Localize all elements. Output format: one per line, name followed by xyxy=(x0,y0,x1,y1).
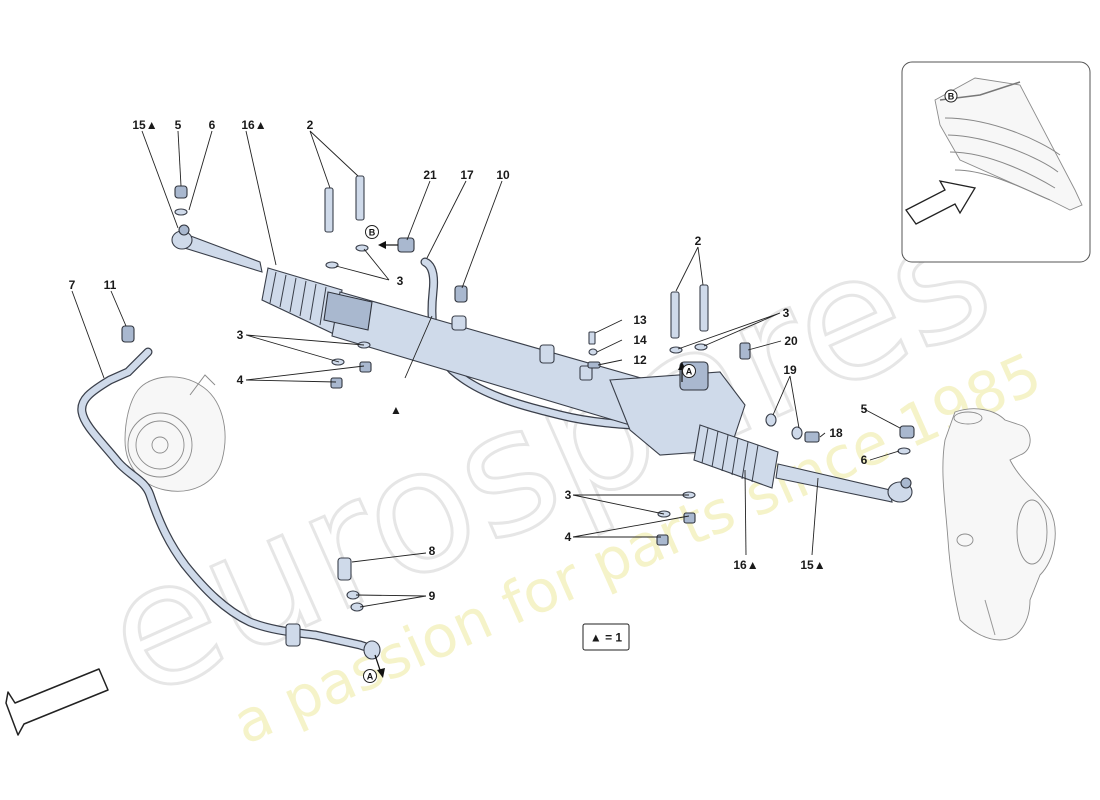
callout-8: 8 xyxy=(429,544,436,558)
ref-marker-b-inset-label: B xyxy=(948,92,955,102)
callout-9: 9 xyxy=(429,589,436,603)
callout-11: 11 xyxy=(104,278,117,292)
steering-knuckle xyxy=(942,408,1056,641)
callout-12: 12 xyxy=(633,353,647,367)
callout-4-low: 4 xyxy=(565,530,572,544)
callout-7: 7 xyxy=(69,278,76,292)
callout-2-right: 2 xyxy=(695,234,702,248)
callout-13: 13 xyxy=(633,313,647,327)
ref-marker-b: B xyxy=(365,225,379,239)
steering-rack xyxy=(171,224,913,503)
leader-lines xyxy=(71,130,901,608)
callout-18: 18 xyxy=(829,426,843,440)
callout-14: 14 xyxy=(633,333,647,347)
callout-15-left: 15▲ xyxy=(132,118,157,132)
inset-direction-arrow-icon xyxy=(905,180,977,225)
front-direction-arrow-icon xyxy=(5,668,109,736)
callout-6-right: 6 xyxy=(861,453,868,467)
callout-15-right: 15▲ xyxy=(800,558,825,572)
inset-detail: B xyxy=(901,61,1091,263)
legend-box: ▲ = 1 xyxy=(582,623,630,651)
callout-labels: 15▲ 5 6 16▲ 2 21 17 10 7 11 3 3 4 ▲ 2 3 … xyxy=(69,118,868,603)
callout-3-right: 3 xyxy=(783,306,790,320)
ref-marker-a-upper: A xyxy=(682,364,696,378)
callout-19: 19 xyxy=(783,363,797,377)
callout-21: 21 xyxy=(423,168,437,182)
callout-2-left: 2 xyxy=(307,118,314,132)
watermark: eurospares a passion for parts since 198… xyxy=(75,172,1051,758)
callout-3-mid-b: 3 xyxy=(237,328,244,342)
callout-triangle-mark: ▲ xyxy=(390,403,402,417)
pressure-hose xyxy=(420,257,685,433)
callout-5-left: 5 xyxy=(175,118,182,132)
ref-marker-a-upper-label: A xyxy=(686,367,693,377)
ref-marker-b-inset: B xyxy=(944,89,958,103)
ref-marker-a-lower-label: A xyxy=(367,672,374,682)
ref-marker-a-lower: A xyxy=(363,669,377,683)
return-hose xyxy=(77,347,381,660)
callout-3-low: 3 xyxy=(565,488,572,502)
callout-4-mid: 4 xyxy=(237,373,244,387)
callout-17: 17 xyxy=(460,168,474,182)
ref-arrows xyxy=(374,241,686,678)
ref-marker-b-label: B xyxy=(369,228,376,238)
power-steering-pump xyxy=(124,374,226,492)
callout-3-mid-a: 3 xyxy=(397,274,404,288)
legend-text: ▲ = 1 xyxy=(590,631,623,645)
callout-10: 10 xyxy=(496,168,510,182)
callout-5-right: 5 xyxy=(861,402,868,416)
callout-16-left: 16▲ xyxy=(241,118,266,132)
callout-6-left: 6 xyxy=(209,118,216,132)
callout-20: 20 xyxy=(784,334,798,348)
callout-16-right: 16▲ xyxy=(733,558,758,572)
